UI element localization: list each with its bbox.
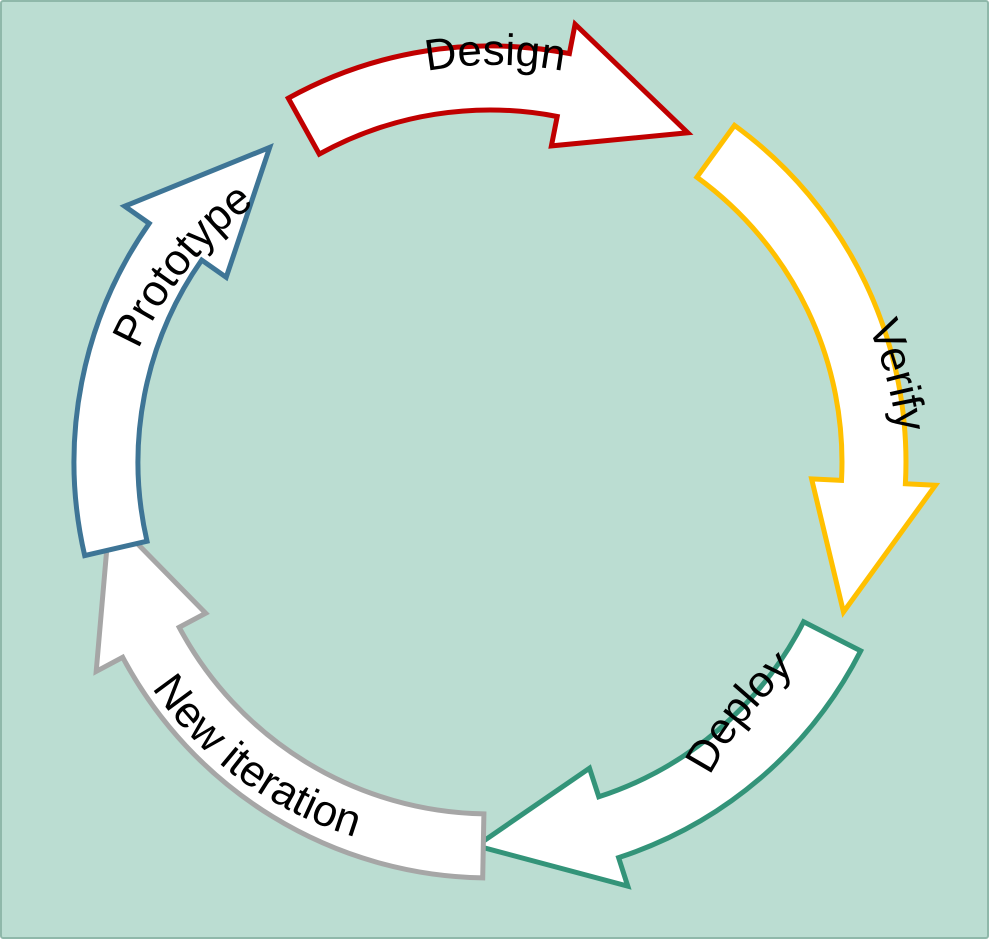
arrow-deploy: [470, 618, 865, 890]
arrow-design: [284, 19, 694, 158]
arrow-prototype: [71, 143, 274, 559]
arrow-layer: [71, 19, 941, 890]
arrow-new-iteration: [93, 509, 487, 881]
arrow-verify: [693, 121, 941, 618]
stage-label-design: Design: [421, 26, 569, 81]
